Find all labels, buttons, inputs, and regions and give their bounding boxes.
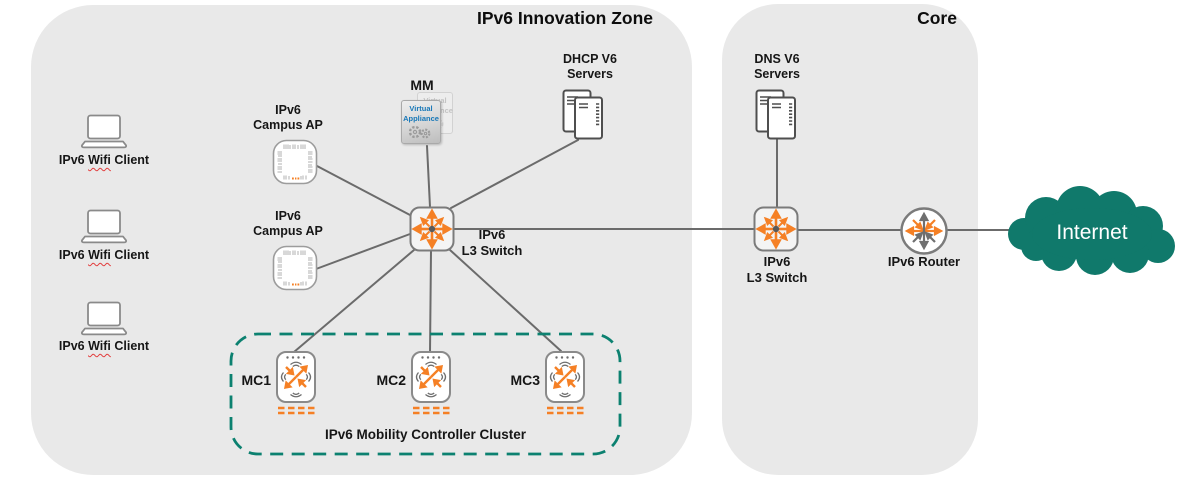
core-zone-title: Core <box>917 8 957 28</box>
label-line2: Servers <box>567 67 613 82</box>
laptop-icon <box>81 209 127 244</box>
label-line1: DNS V6 <box>754 52 800 66</box>
label-text: Client <box>110 153 150 167</box>
gears-icon <box>408 125 431 138</box>
label-text: IPv6 <box>58 153 89 167</box>
innovation-zone-title: IPv6 Innovation Zone <box>477 8 653 28</box>
label-line2: L3 Switch <box>461 242 523 258</box>
mc3-label: MC3 <box>510 372 540 388</box>
laptop-icon <box>81 301 127 336</box>
cloud-shape <box>1008 186 1175 275</box>
link-mc2-to-switch <box>429 250 432 354</box>
internet-cloud: Internet <box>1008 186 1175 275</box>
label-line2: L3 Switch <box>746 269 808 285</box>
link-dhcp-to-switch <box>450 139 579 209</box>
link-ap2-to-switch <box>315 233 411 270</box>
label-text-misspelled: Wifi <box>88 248 111 262</box>
l3-switch-icon <box>409 206 455 252</box>
router-label: IPv6 Router <box>887 254 961 269</box>
label-text: IPv6 <box>58 339 89 353</box>
dns-servers-label: DNS V6 Servers <box>707 52 847 83</box>
internet-label: Internet <box>1056 221 1127 244</box>
laptop-icon <box>81 114 127 149</box>
mobility-controller-icon <box>545 351 585 415</box>
mc1-label: MC1 <box>241 372 271 388</box>
label-line1: IPv6 <box>763 254 791 269</box>
mobility-cluster-box <box>229 332 622 456</box>
mobility-controller-icon <box>411 351 451 415</box>
label-line2: Campus AP <box>253 118 323 133</box>
label-text: IPv6 <box>58 248 89 262</box>
virtual-appliance-card: Virtual Appliance <box>401 100 441 144</box>
link-ap1-to-switch <box>316 165 411 216</box>
label-line1: IPv6 <box>478 227 506 242</box>
label-line2: Campus AP <box>253 224 323 239</box>
campus-ap-icon <box>272 139 318 185</box>
label-line1: IPv6 <box>275 103 301 117</box>
label-line1: DHCP V6 <box>563 52 617 66</box>
mm-title: MM <box>410 77 434 93</box>
label-text-misspelled: Wifi <box>88 339 111 353</box>
link-mm-to-switch <box>426 145 431 208</box>
label-text-misspelled: Wifi <box>88 153 111 167</box>
innovation-l3-switch-label: IPv6 L3 Switch <box>442 227 542 259</box>
cluster-dashed-border <box>229 332 622 456</box>
dhcp-servers-label: DHCP V6 Servers <box>520 52 660 83</box>
wifi-client-label: IPv6 Wifi Client <box>34 153 174 168</box>
core-l3-switch-label: IPv6 L3 Switch <box>707 254 847 286</box>
label-line1: IPv6 <box>275 209 301 223</box>
campus-ap-label: IPv6 Campus AP <box>218 103 358 134</box>
mc2-label: MC2 <box>376 372 406 388</box>
campus-ap-label: IPv6 Campus AP <box>218 209 358 240</box>
wifi-client-label: IPv6 Wifi Client <box>34 339 174 354</box>
label-text: Client <box>110 248 150 262</box>
campus-ap-icon <box>272 245 318 291</box>
card-line1: Virtual <box>409 104 433 113</box>
card-line2: Appliance <box>403 113 439 123</box>
label-line2: Servers <box>754 67 800 82</box>
servers-icon <box>562 89 603 140</box>
l3-switch-icon <box>753 206 799 252</box>
servers-icon <box>755 89 796 140</box>
wifi-client-label: IPv6 Wifi Client <box>34 248 174 263</box>
mobility-controller-icon <box>276 351 316 415</box>
router-icon <box>900 207 948 255</box>
cluster-title: IPv6 Mobility Controller Cluster <box>324 427 527 442</box>
label-text: Client <box>110 339 150 353</box>
